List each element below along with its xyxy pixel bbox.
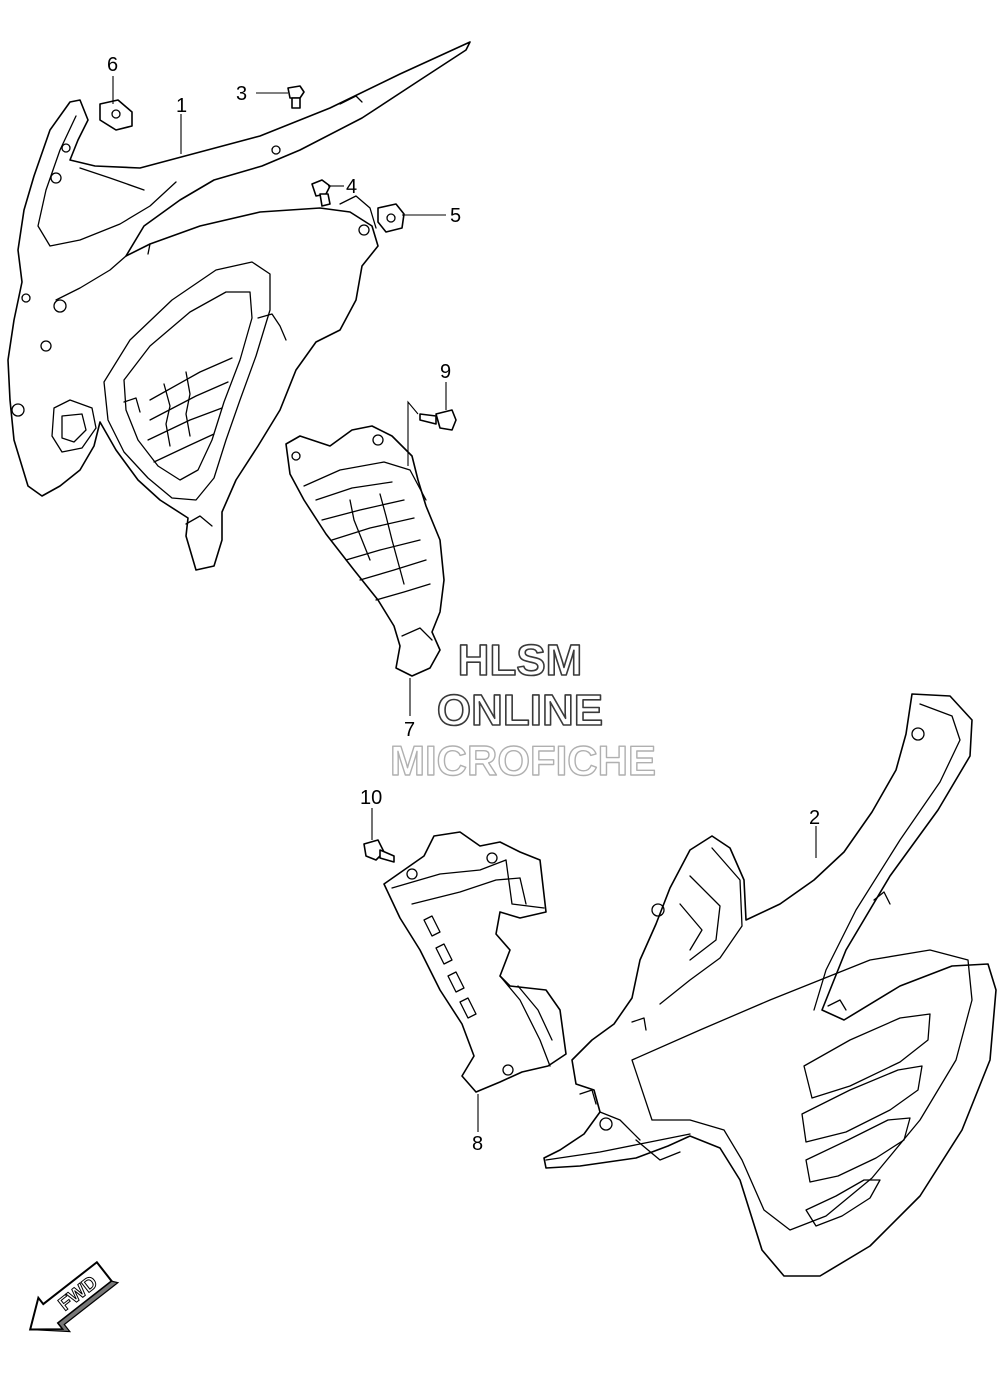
watermark-line-3: MICROFICHE xyxy=(390,737,656,784)
fwd-arrow: FWD xyxy=(28,1260,120,1333)
part-7-inner-bracket xyxy=(285,425,445,677)
part-3-screw xyxy=(287,85,305,109)
part-5-nut xyxy=(377,203,405,233)
callout-3: 3 xyxy=(236,83,247,105)
part-6-clip xyxy=(99,99,133,131)
part-1-side-cowling xyxy=(7,41,471,571)
leader-lines xyxy=(112,76,817,1132)
callout-7: 7 xyxy=(404,719,415,741)
callout-9: 9 xyxy=(440,361,451,383)
watermark-line-2: ONLINE xyxy=(437,686,603,735)
watermark: HLSM ONLINE MICROFICHE xyxy=(389,635,656,785)
callout-labels: 1 2 3 4 5 6 7 8 9 10 xyxy=(107,54,820,1155)
callout-6: 6 xyxy=(107,54,118,76)
part-8-lower-bracket xyxy=(383,831,567,1093)
watermark-line-1: HLSM xyxy=(458,636,583,685)
callout-1: 1 xyxy=(176,95,187,117)
callout-5: 5 xyxy=(450,205,461,227)
part-9-screw xyxy=(419,409,457,431)
callout-4: 4 xyxy=(346,176,357,198)
callout-10: 10 xyxy=(360,787,382,809)
part-2-lower-cowling xyxy=(543,693,997,1277)
callout-8: 8 xyxy=(472,1133,483,1155)
callout-2: 2 xyxy=(809,807,820,829)
part-10-screw xyxy=(363,839,395,863)
part-4-bolt xyxy=(311,179,331,207)
